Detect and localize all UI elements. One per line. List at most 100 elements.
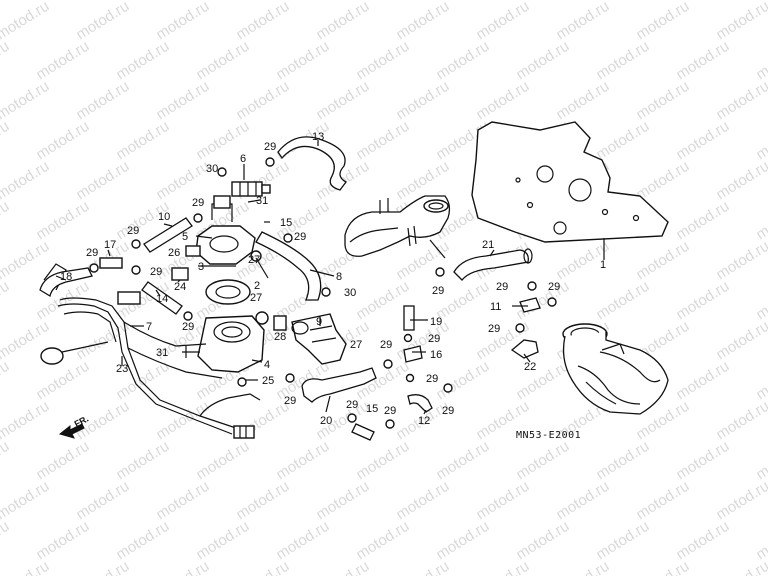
watermark-text: motod.ru (0, 0, 52, 43)
watermark-text: motod.ru (113, 438, 172, 484)
watermark-text: motod.ru (713, 398, 768, 444)
callout-7: 7 (146, 321, 152, 333)
callout-29q: 29 (426, 373, 438, 385)
watermark-text: motod.ru (713, 478, 768, 524)
callout-8: 8 (336, 271, 342, 283)
watermark-text: motod.ru (673, 38, 732, 84)
fitting-28 (273, 315, 287, 331)
watermark-text: motod.ru (193, 518, 252, 564)
callout-3: 3 (198, 261, 204, 273)
watermark-text: motod.ru (233, 0, 292, 43)
watermark-text: motod.ru (0, 358, 12, 404)
part-outlet-9 (291, 313, 347, 365)
watermark-text: motod.ru (0, 478, 52, 524)
leader-lines (55, 140, 605, 415)
callout-30b: 30 (344, 287, 356, 299)
callout-29m: 29 (496, 281, 508, 293)
watermark-text: motod.ru (713, 558, 768, 576)
watermark-text: motod.ru (273, 438, 332, 484)
watermark-text: motod.ru (273, 518, 332, 564)
watermark-text: motod.ru (233, 558, 292, 576)
watermark-text: motod.ru (633, 158, 692, 204)
watermark-text: motod.ru (713, 318, 768, 364)
watermark-text: motod.ru (353, 438, 412, 484)
watermark-text: motod.ru (33, 38, 92, 84)
watermark-text: motod.ru (433, 358, 492, 404)
callout-29f: 29 (182, 321, 194, 333)
bolt-31 (182, 346, 200, 358)
watermark-text: motod.ru (153, 558, 212, 576)
watermark-text: motod.ru (0, 398, 52, 444)
watermark-text: motod.ru (73, 158, 132, 204)
watermark-text: motod.ru (233, 478, 292, 524)
watermark-text: motod.ru (433, 518, 492, 564)
callout-29l: 29 (432, 285, 444, 297)
callout-9: 9 (316, 316, 322, 328)
watermark-text: motod.ru (393, 478, 452, 524)
callout-29c: 29 (127, 225, 139, 237)
part-sensor-6 (231, 181, 271, 197)
watermark-text: motod.ru (73, 558, 132, 576)
watermark-text: motod.ru (553, 0, 612, 43)
watermark-text: motod.ru (153, 78, 212, 124)
fitting-26 (185, 245, 201, 257)
fitting-22 (510, 339, 539, 359)
watermark-text: motod.ru (0, 118, 12, 164)
watermark-text: motod.ru (553, 478, 612, 524)
watermark-text: motod.ru (433, 38, 492, 84)
callout-29o: 29 (488, 323, 500, 335)
callout-29d: 29 (86, 247, 98, 259)
front-direction-arrow (58, 423, 85, 439)
part-manifold-lower (562, 323, 669, 415)
watermark-text: motod.ru (713, 0, 768, 43)
watermark-text: motod.ru (633, 78, 692, 124)
watermark-text: motod.ru (713, 158, 768, 204)
watermark-text: motod.ru (753, 118, 768, 164)
watermark-text: motod.ru (0, 518, 12, 564)
callout-29h: 29 (284, 395, 296, 407)
pipe-14 (141, 281, 183, 315)
fitting-24 (171, 267, 189, 281)
watermark-text: motod.ru (673, 358, 732, 404)
callout-31a: 31 (256, 195, 268, 207)
watermark-text: motod.ru (393, 238, 452, 284)
callout-5: 5 (182, 231, 188, 243)
watermark-text: motod.ru (0, 198, 12, 244)
callout-15a: 15 (280, 217, 292, 229)
hose-11 (519, 297, 541, 313)
callout-23: 23 (116, 363, 128, 375)
watermark-text: motod.ru (473, 558, 532, 576)
watermark-text: motod.ru (0, 438, 12, 484)
watermark-text: motod.ru (0, 238, 52, 284)
watermark-text: motod.ru (673, 118, 732, 164)
callout-12: 12 (418, 415, 430, 427)
watermark-text: motod.ru (353, 38, 412, 84)
callout-29g: 29 (294, 231, 306, 243)
callout-29k: 29 (380, 339, 392, 351)
watermark-text: motod.ru (313, 78, 372, 124)
watermark-text: motod.ru (393, 0, 452, 43)
fitting-16 (403, 345, 423, 363)
watermark-text: motod.ru (73, 0, 132, 43)
watermark-text: motod.ru (593, 518, 652, 564)
pipe-15 (351, 423, 375, 441)
watermark-text: motod.ru (553, 558, 612, 576)
watermark-text: motod.ru (633, 0, 692, 43)
callout-29a: 29 (264, 141, 276, 153)
clamp-27b (250, 250, 262, 262)
watermark-text: motod.ru (153, 0, 212, 43)
watermark-text: motod.ru (593, 278, 652, 324)
pipe-10 (143, 217, 193, 253)
callout-1: 1 (600, 259, 606, 271)
watermark-text: motod.ru (673, 438, 732, 484)
watermark-text: motod.ru (553, 78, 612, 124)
watermark-text: motod.ru (513, 518, 572, 564)
watermark-text: motod.ru (753, 198, 768, 244)
watermark-text: motod.ru (273, 38, 332, 84)
part-wire-harness (40, 263, 261, 439)
callout-29n: 29 (548, 281, 560, 293)
watermark-text: motod.ru (513, 438, 572, 484)
callout-22: 22 (524, 361, 536, 373)
watermark-text: motod.ru (113, 118, 172, 164)
